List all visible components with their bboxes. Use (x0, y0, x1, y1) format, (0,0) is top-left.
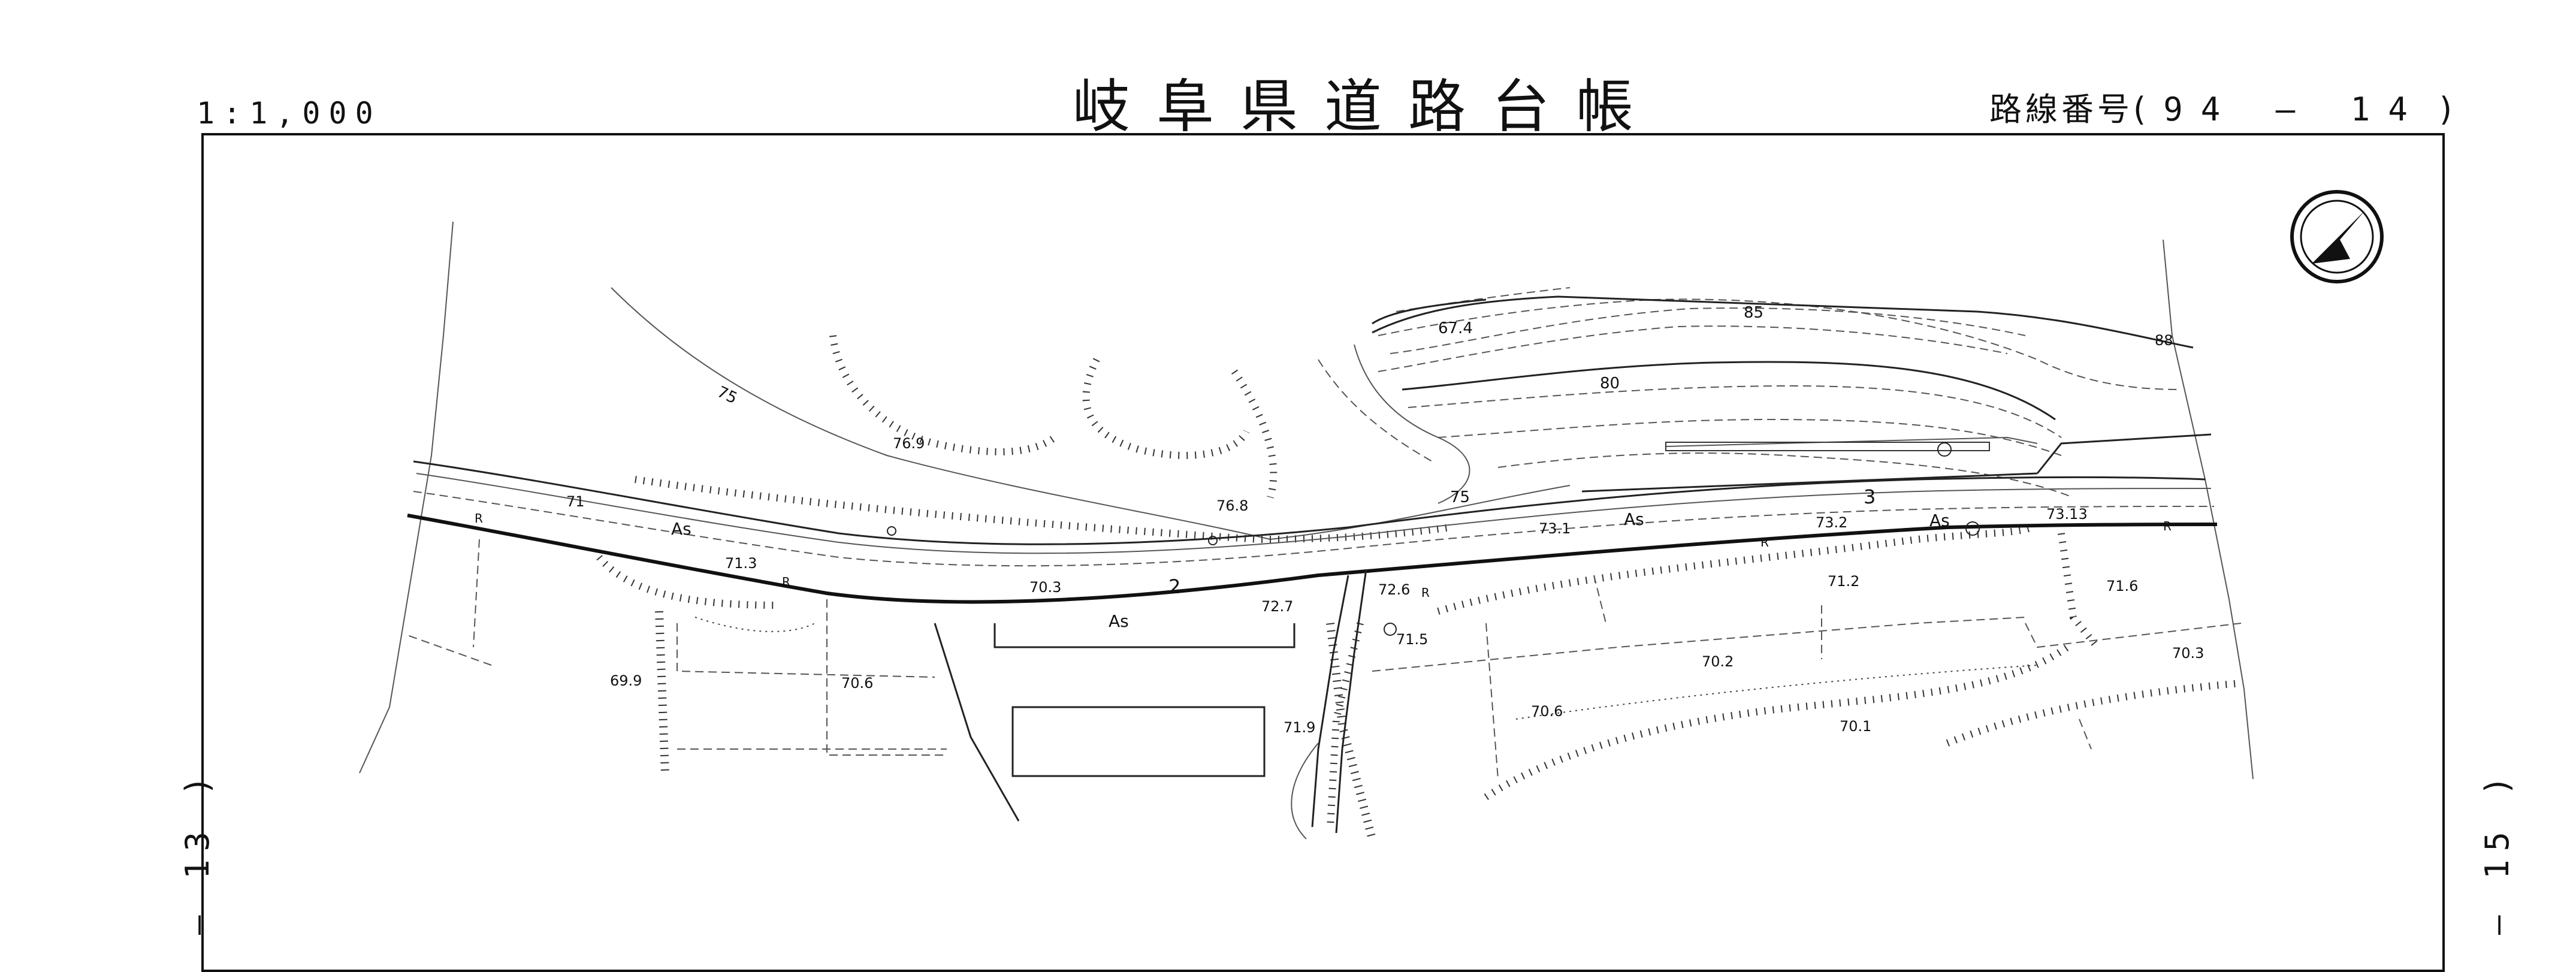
pavement-label: As (1109, 611, 1129, 631)
spot-height: 69.9 (610, 672, 642, 689)
spot-height: 71.6 (2106, 578, 2138, 594)
spot-height: 73.13 (2046, 506, 2088, 523)
pavement-label: As (1929, 511, 1950, 530)
road (407, 433, 2218, 840)
contour-label: 67.4 (1438, 319, 1473, 337)
route-number-suffix: ) (2439, 90, 2456, 128)
spot-height: 73.1 (1539, 520, 1571, 537)
contour-label: 75 (1450, 488, 1470, 506)
pavement-label: As (671, 519, 691, 539)
spot-height: 70.3 (1029, 579, 1061, 596)
slope-hatching (596, 335, 2242, 840)
spot-height: 71.5 (1396, 631, 1428, 648)
spot-height: 70.3 (2172, 645, 2204, 662)
curb-mark: R (475, 511, 483, 526)
curb-mark: R (1760, 535, 1769, 550)
page-title: 岐阜県道路台帳 (1073, 73, 1660, 140)
spot-height: 70.6 (841, 675, 873, 692)
contour-lines (611, 287, 2194, 540)
route-number-value: 94 — 14 (2163, 90, 2426, 128)
spot-height: 88 (2155, 332, 2173, 349)
spot-height: 70.2 (1702, 653, 1734, 670)
parcel-lines (407, 539, 2242, 780)
spot-height: 71.3 (725, 555, 757, 572)
road-ledger-map: As As As As As 75 75 80 85 67.4 76.9 76.… (359, 190, 2384, 840)
spot-height: 73.2 (1816, 514, 1847, 531)
spot-height: 70.6 (1531, 703, 1563, 720)
spot-height: 72.6 (1378, 581, 1410, 598)
sheet-limits (359, 221, 2254, 780)
route-number: 路線番号( 94 — 14 ) (1989, 83, 2456, 130)
section-number: 2 (1168, 575, 1180, 598)
curb-mark: R (1421, 585, 1430, 600)
spot-height: 71.2 (1828, 573, 1859, 590)
spot-height: 76.9 (893, 435, 925, 452)
spot-height: 76.8 (1216, 497, 1248, 514)
manhole-markers (887, 442, 1980, 636)
section-number: 3 (1864, 485, 1876, 508)
spot-height: 71 (566, 493, 585, 510)
north-arrow-icon (2290, 190, 2384, 283)
map-scale: 1:1,000 (197, 96, 382, 131)
pavement-label: As (1624, 509, 1644, 529)
contour-label: 80 (1600, 375, 1620, 393)
contour-label: 75 (714, 383, 740, 407)
route-number-prefix: 路線番号( (1989, 90, 2150, 128)
curb-mark: R (2163, 519, 2172, 533)
curb-mark: R (782, 575, 790, 589)
spot-height: 71.9 (1284, 719, 1315, 736)
contour-label: 85 (1744, 304, 1763, 322)
spot-height: 72.7 (1261, 598, 1293, 615)
spot-height: 70.1 (1840, 718, 1871, 735)
